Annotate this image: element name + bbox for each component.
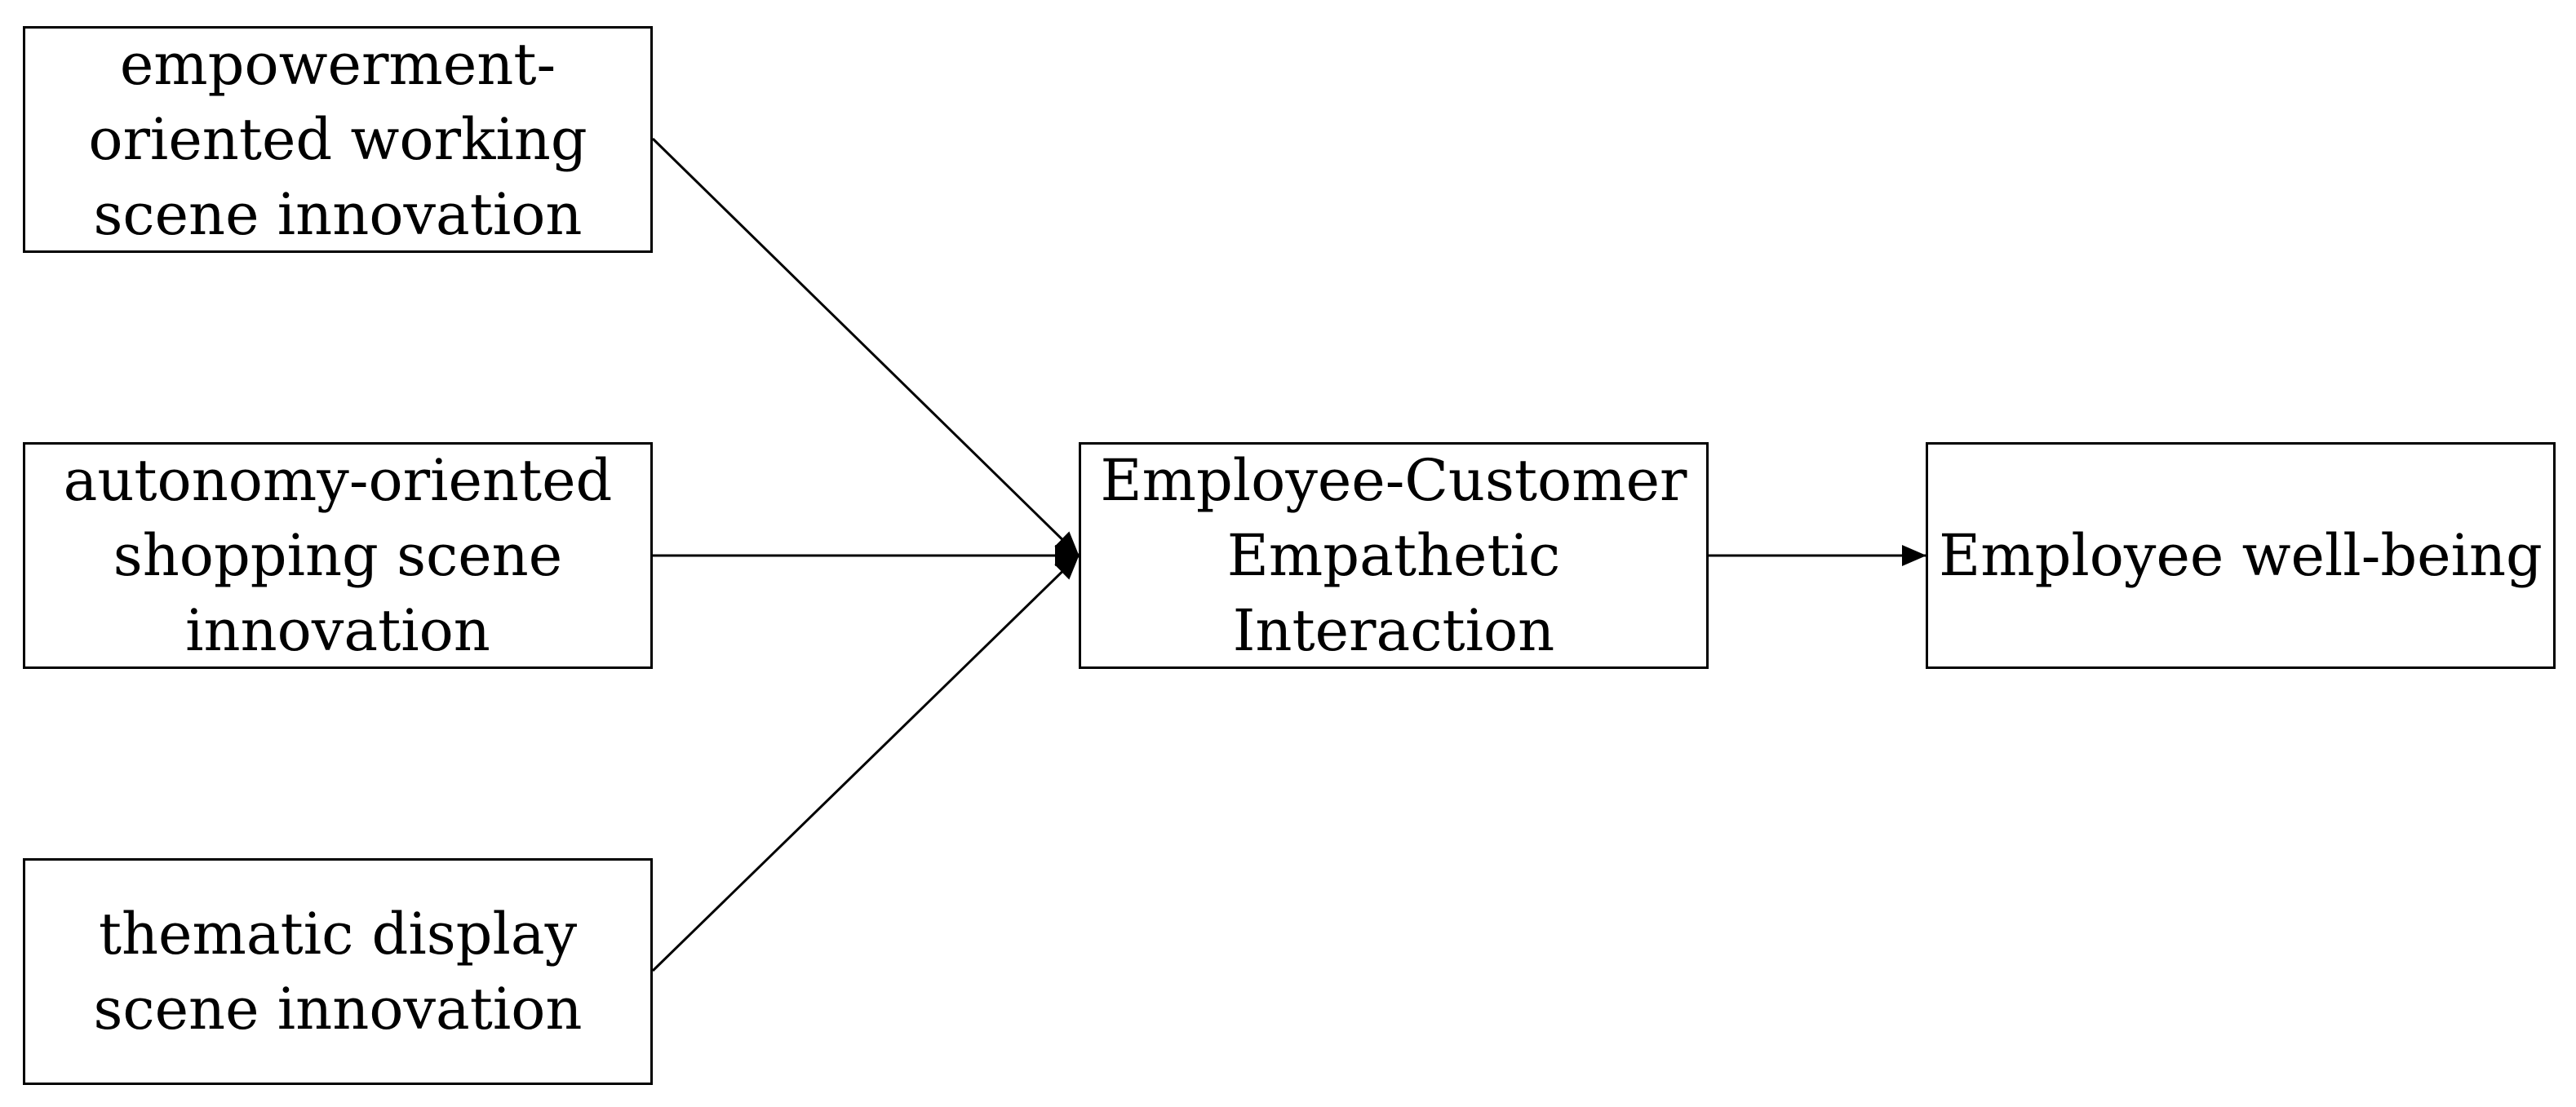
node-label-line: oriented working <box>88 106 587 173</box>
node-employee-well-being: Employee well-being <box>1926 442 2556 669</box>
node-label-line: thematic display <box>98 901 578 968</box>
node-label-line: shopping scene <box>113 522 563 589</box>
node-label-line: autonomy-oriented <box>63 447 613 514</box>
node-empowerment-oriented-working-scene-innovation: empowerment- oriented working scene inno… <box>23 26 653 253</box>
node-label-line: Employee-Customer <box>1100 447 1687 514</box>
node-label: empowerment- oriented working scene inno… <box>88 27 587 252</box>
node-label: Employee well-being <box>1939 518 2543 593</box>
node-label: autonomy-oriented shopping scene innovat… <box>64 443 613 668</box>
node-label-line: Interaction <box>1232 597 1555 664</box>
node-label-line: innovation <box>185 597 490 664</box>
node-label-line: Empathetic <box>1226 522 1561 589</box>
node-employee-customer-empathetic-interaction: Employee-Customer Empathetic Interaction <box>1079 442 1709 669</box>
arrow-empowerment-to-interaction <box>651 137 1080 557</box>
node-label: thematic display scene innovation <box>93 897 582 1047</box>
node-label-line: Employee well-being <box>1939 522 2543 589</box>
node-label: Employee-Customer Empathetic Interaction <box>1101 443 1687 668</box>
node-thematic-display-scene-innovation: thematic display scene innovation <box>23 858 653 1085</box>
node-label-line: scene innovation <box>93 976 583 1043</box>
node-label-line: empowerment- <box>119 31 556 98</box>
node-label-line: scene innovation <box>93 181 583 248</box>
node-autonomy-oriented-shopping-scene-innovation: autonomy-oriented shopping scene innovat… <box>23 442 653 669</box>
arrow-thematic-to-interaction <box>651 554 1080 972</box>
